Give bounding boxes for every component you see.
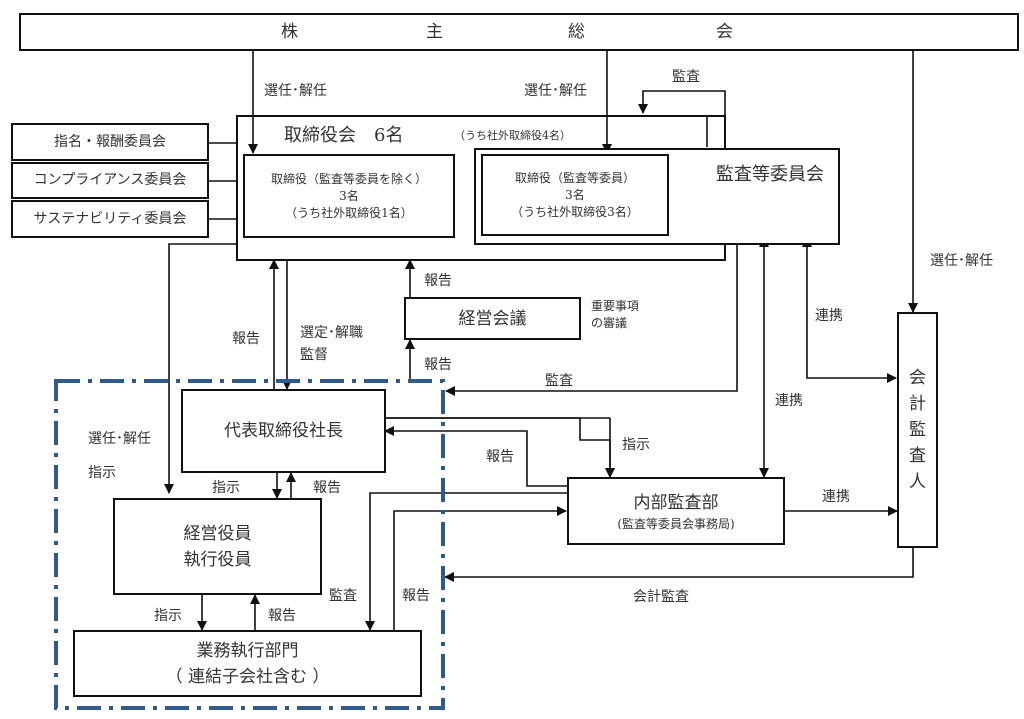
label-report-units: 報告 [268,608,296,624]
label-instruct-internal: 指示 [622,437,650,453]
management-meeting-note: 重要事項 の審議 [591,299,640,330]
execution-boundary [54,379,445,710]
label-cooperate-3: 連携 [822,489,850,505]
label-elect-dismiss-auditor: 選任･解任 [930,253,993,269]
arrow-report-internal [393,506,567,630]
arrow-audit-president [445,244,738,396]
accounting-auditor: 会 計 監 査 人 [897,312,938,548]
label-accounting-audit: 会計監査 [633,589,689,605]
shareholders-meeting-box: 株 主 総 会 [19,13,1019,51]
board-title: 取締役会 6名 [284,125,404,146]
arrow-audit-units [365,492,568,631]
label-cooperate-2: 連携 [775,393,803,409]
business-units: 業務執行部門 （ 連結子会社含む ） [73,630,422,697]
label-report-mgmt-down: 報告 [424,357,452,373]
arrow-elect-officers [164,243,236,494]
label-elect-dismiss-board: 選任･解任 [264,83,327,99]
label-instruct-units: 指示 [154,608,182,624]
label-instruct-president-officers: 指示 [212,480,240,496]
president: 代表取締役社長 [181,389,386,473]
label-instruct-officers: 指示 [88,465,116,481]
management-meeting: 経営会議 [404,297,581,340]
label-cooperate-1: 連携 [815,308,843,324]
arrow-accounting-audit [444,547,914,582]
committee-nomination-remuneration: 指名・報酬委員会 [11,123,209,161]
executive-officers: 経営役員 執行役員 [113,498,322,595]
audit-committee-title: 監査等委員会 [716,164,824,185]
label-elect-dismiss-audit: 選任･解任 [524,83,587,99]
non-audit-directors: 取締役（監査等委員を除く） 3名 （うち社外取締役1名） [243,154,455,238]
label-report-mgmt-up: 報告 [424,273,452,289]
label-report-internal-president: 報告 [486,449,514,465]
arrow-cooperate-auditor [802,237,897,383]
internal-audit-department: 内部監査部 (監査等委員会事務局) [567,477,785,545]
committee-sustainability: サステナビリティ委員会 [11,200,209,238]
label-appoint-1: 選定･解職 [300,325,363,341]
board-note: （うち社外取締役4名） [454,129,571,142]
arrow-report-president [384,426,567,487]
shareholders-char-1: 株 [281,22,298,42]
label-report-board: 報告 [232,331,260,347]
audit-directors: 取締役（監査等委員） 3名 （うち社外取締役3名） [481,154,669,236]
label-audit-top: 監査 [672,69,700,85]
label-report-officers-president: 報告 [313,480,341,496]
shareholders-char-3: 総 [568,22,585,42]
label-audit-president: 監査 [545,373,573,389]
shareholders-char-4: 会 [716,22,733,42]
label-elect-dismiss-officers: 選任･解任 [88,431,151,447]
shareholders-char-2: 主 [426,22,443,42]
label-appoint-2: 監督 [300,347,328,363]
label-audit-units: 監査 [329,588,357,604]
committee-compliance: コンプライアンス委員会 [11,162,209,199]
label-report-units-internal: 報告 [402,588,430,604]
